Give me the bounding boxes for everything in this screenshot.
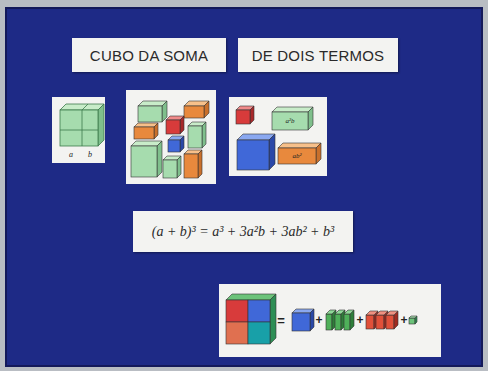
formula-card: (a + b)³ = a³ + 3a²b + 3ab² + b³ — [133, 211, 353, 252]
piece-label: a²b — [285, 117, 294, 125]
title-text: CUBO DA SOMA — [90, 47, 208, 64]
blue-board — [6, 8, 482, 366]
title-card: CUBO DA SOMA — [72, 38, 226, 72]
plus-sign: + — [400, 313, 407, 327]
equals-sign: = — [277, 313, 285, 328]
title-text: DE DOIS TERMOS — [252, 47, 385, 64]
formula-text: (a + b)³ = a³ + 3a²b + 3ab² + b³ — [152, 224, 335, 240]
sum-card — [219, 284, 441, 357]
pieces-card — [229, 97, 327, 176]
exploded-cube-card — [126, 90, 216, 184]
dimension-label: a — [69, 150, 73, 159]
cube-card — [52, 97, 105, 163]
dimension-label: b — [88, 150, 92, 159]
piece-label: ab² — [292, 152, 301, 160]
plus-sign: + — [356, 313, 363, 327]
plus-sign: + — [315, 313, 322, 327]
title-card: DE DOIS TERMOS — [238, 38, 398, 72]
